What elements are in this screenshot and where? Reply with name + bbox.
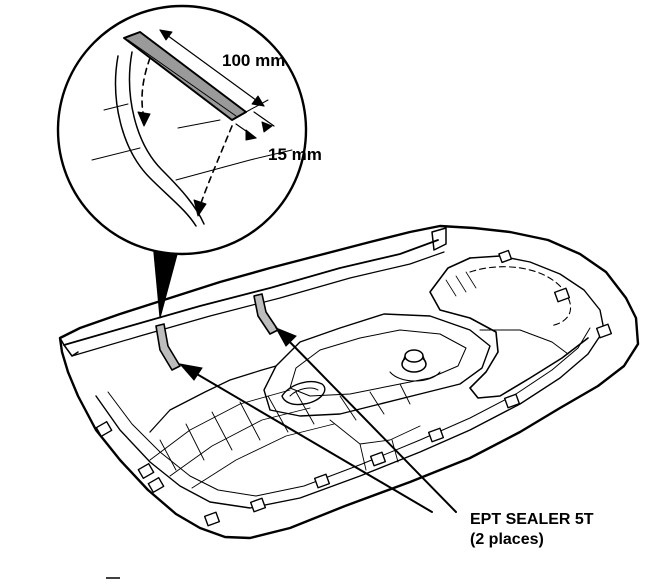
callout-circle — [56, 4, 308, 256]
pocket-hatching — [445, 271, 477, 297]
panel-clips — [95, 249, 613, 527]
clip — [203, 511, 221, 527]
callout-floor-line — [91, 147, 293, 181]
dim-15-line-b — [253, 111, 275, 127]
inner-floor-outline — [95, 255, 605, 509]
clip — [498, 249, 513, 264]
knob-base — [389, 371, 441, 382]
sealer-strip-edge — [127, 39, 237, 117]
callout-dash-line — [103, 103, 221, 129]
pull-handle-inner — [289, 387, 319, 397]
sealer-leaders — [178, 327, 457, 513]
clip — [137, 462, 155, 480]
label-15mm: 15 mm — [268, 145, 322, 164]
top-left-end — [59, 337, 79, 357]
leader-to-right-sealer — [283, 335, 457, 513]
clip — [313, 473, 331, 489]
door-panel — [58, 224, 640, 540]
install-arrow-bottom — [199, 125, 233, 207]
leader-to-left-sealer — [189, 369, 433, 513]
install-arrow-bottom-head — [193, 199, 207, 217]
leader-to-left-sealer-head — [178, 363, 203, 381]
dim-100-line — [159, 29, 265, 107]
callout-door-contour-2 — [128, 51, 205, 225]
window-knob-side — [401, 355, 427, 365]
sealer-location-left — [155, 323, 181, 371]
speaker-area — [469, 266, 572, 327]
callout-door-contour — [114, 55, 197, 227]
clip — [249, 497, 267, 513]
clip — [95, 420, 113, 438]
clip — [369, 451, 387, 467]
door-top-rim — [63, 239, 439, 346]
armrest-pocket-inner — [479, 329, 569, 355]
dim-100-arrow-a — [159, 29, 173, 41]
inner-floor-outline-2 — [107, 327, 591, 497]
label-100mm: 100 mm — [222, 51, 285, 70]
dim-100-ext — [245, 99, 269, 113]
clip — [595, 323, 613, 339]
armrest-pocket — [429, 257, 589, 399]
leader-to-right-sealer-head — [274, 327, 297, 347]
mesh-lines — [149, 383, 421, 489]
door-top-rim-inner — [71, 251, 445, 357]
detail-callout — [56, 4, 308, 319]
clip — [503, 393, 521, 409]
pull-handle — [281, 380, 326, 406]
label-sealer-count: (2 places) — [470, 531, 544, 548]
window-knob-top — [404, 349, 424, 363]
label-sealer-name: EPT SEALER 5T — [470, 511, 594, 528]
clip — [553, 287, 571, 303]
clip — [147, 476, 165, 494]
dim-15-arrow-a — [245, 129, 257, 141]
top-end-block — [431, 227, 447, 251]
clip — [427, 427, 445, 443]
install-arrow-top-head — [137, 111, 151, 127]
dim-15-arrow-b — [261, 121, 273, 133]
door-panel-outline — [58, 224, 640, 540]
center-trim — [263, 313, 491, 417]
